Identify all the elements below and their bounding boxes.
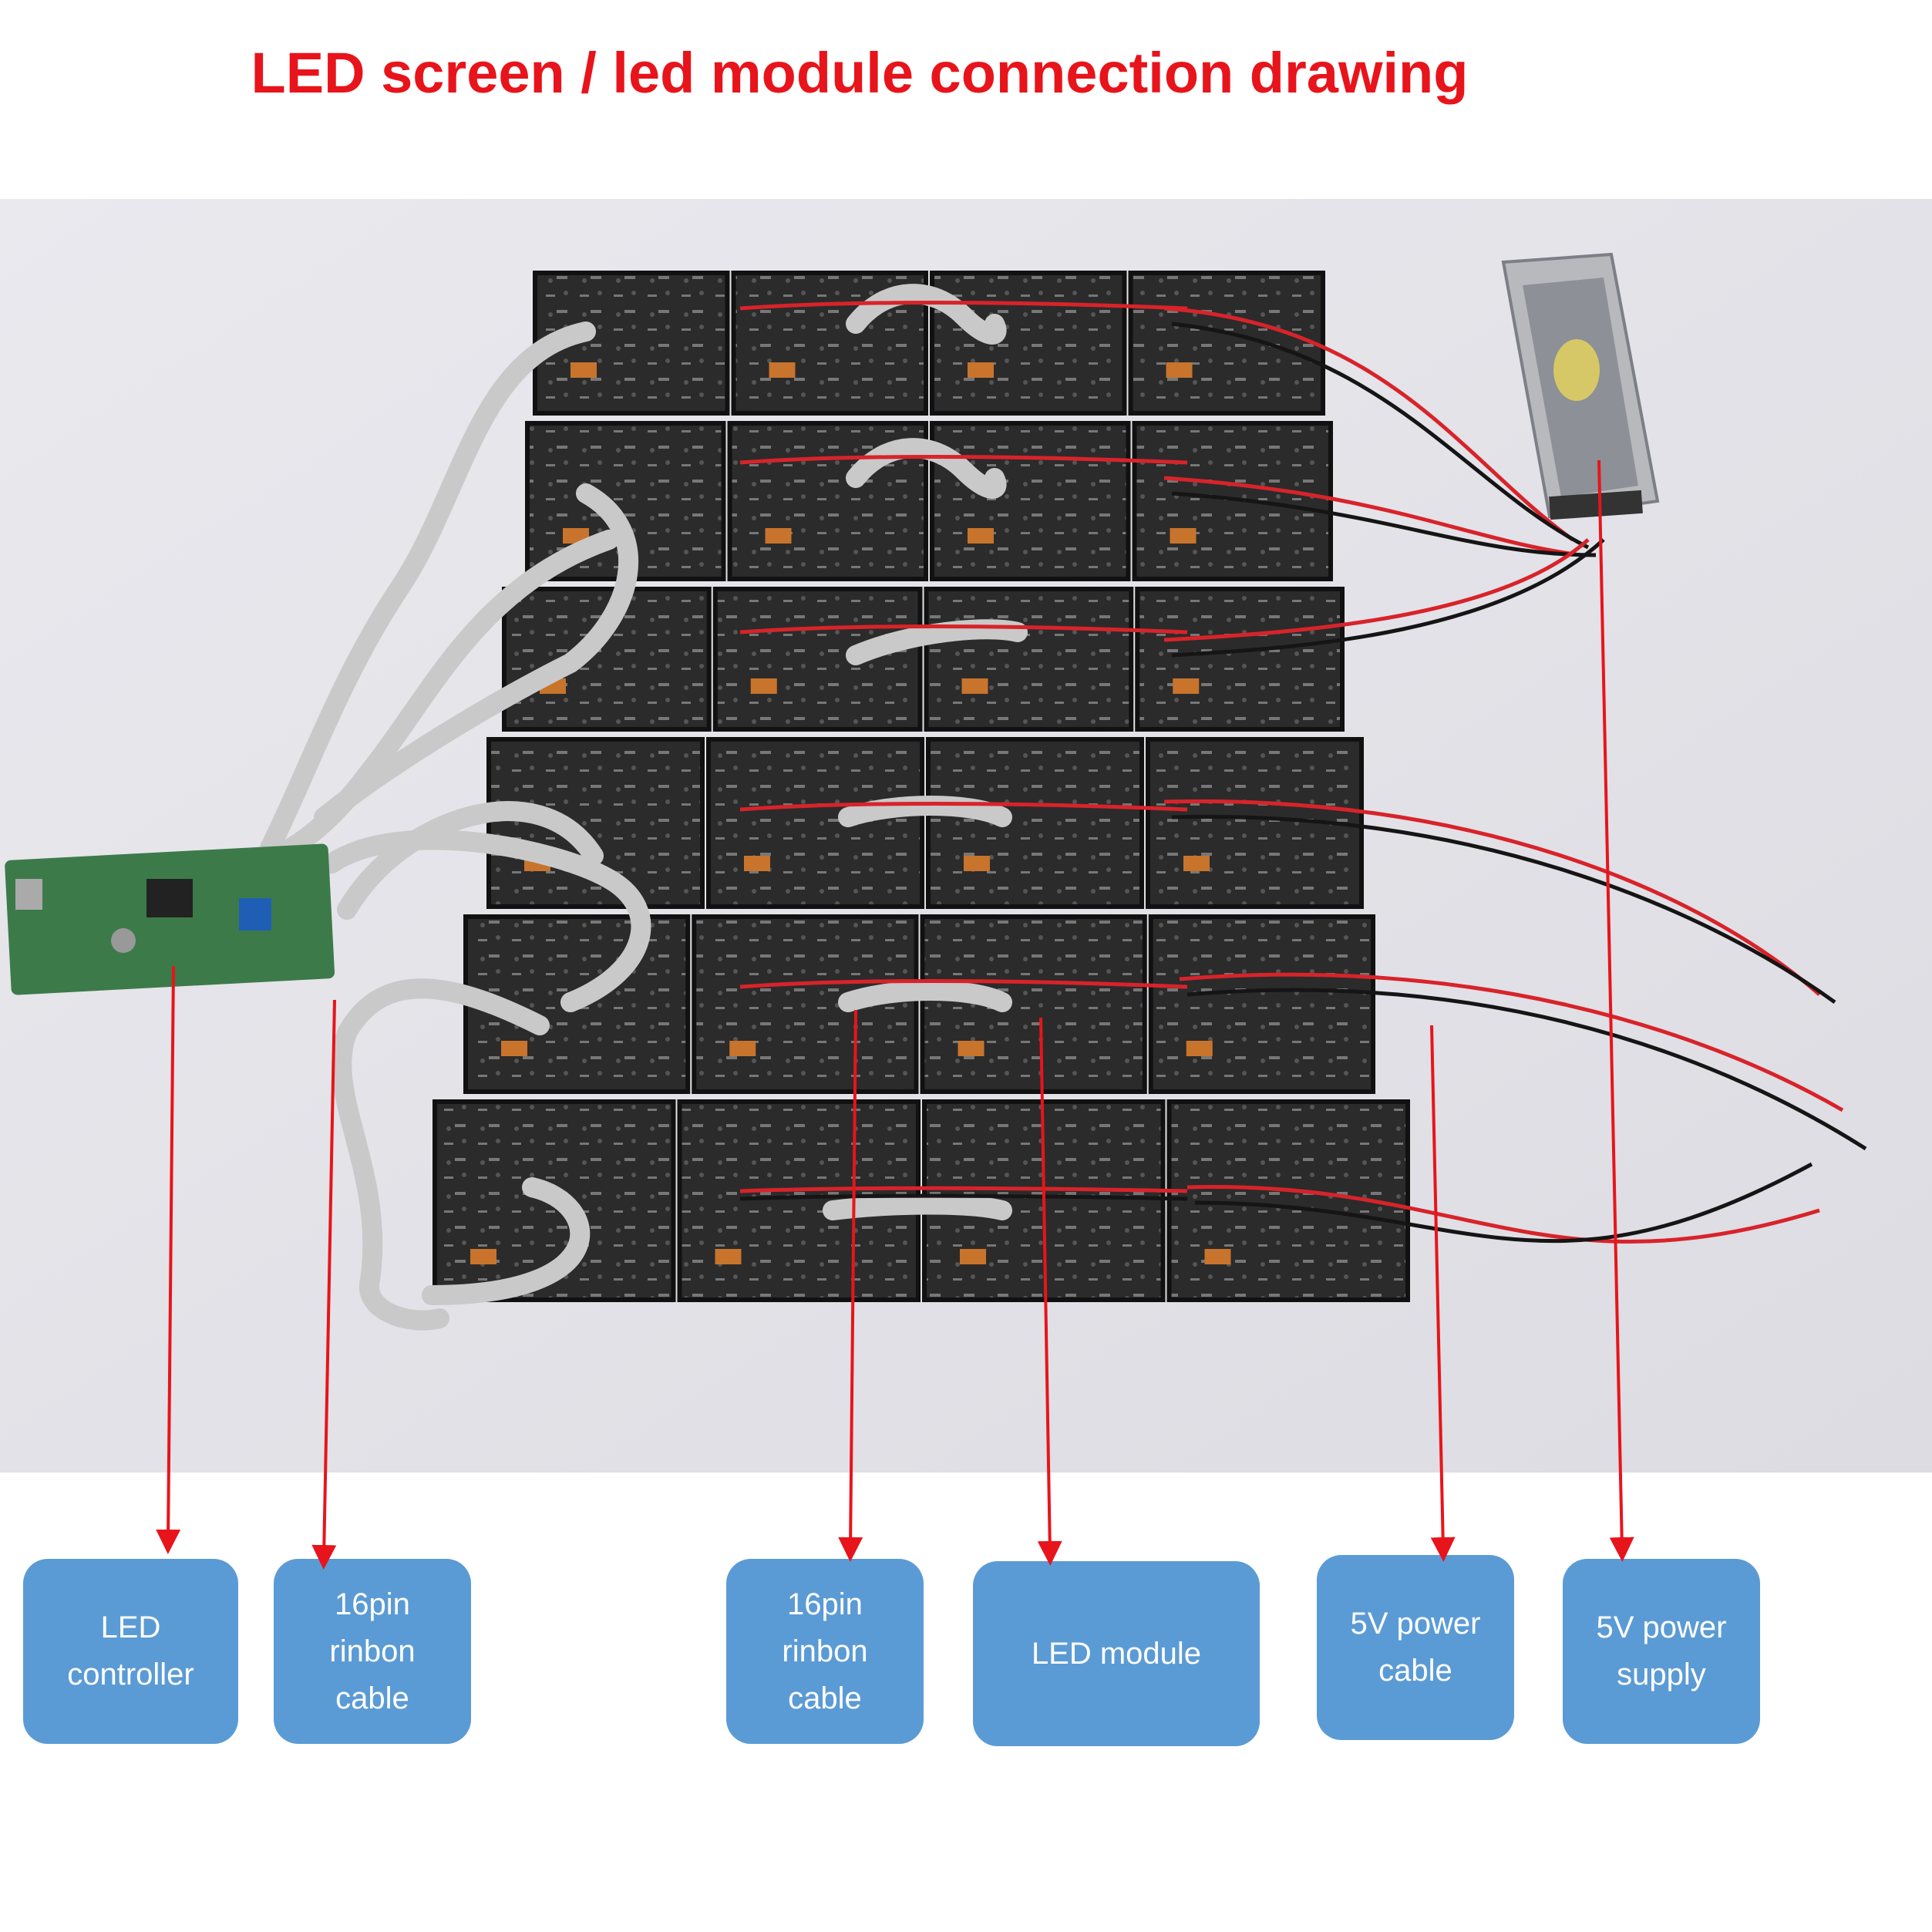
- callout-line: LED: [100, 1611, 161, 1644]
- led-module-tile: [930, 271, 1127, 416]
- module-sticker: [765, 528, 792, 544]
- led-module-tile: [924, 587, 1134, 732]
- led-module-tile: [1148, 914, 1375, 1094]
- callout-line: rinbon: [782, 1634, 868, 1668]
- callout-line: cable: [788, 1681, 862, 1715]
- callout-line: 5V power: [1350, 1607, 1481, 1641]
- led-module-tile: [920, 914, 1147, 1094]
- led-module-tile: [926, 737, 1144, 909]
- callout-line: cable: [335, 1681, 409, 1715]
- module-sticker: [1170, 528, 1197, 544]
- page-title: LED screen / led module connection drawi…: [251, 41, 1469, 105]
- module-sticker: [501, 1041, 527, 1056]
- connection-photo: [0, 199, 1932, 1473]
- module-sticker: [744, 856, 770, 871]
- callout-line: 5V power: [1596, 1611, 1727, 1644]
- module-sticker: [1183, 856, 1210, 871]
- module-sticker: [961, 678, 988, 694]
- callout-ribbon-cable-left: 16pin rinbon cable: [274, 1559, 471, 1744]
- callout-line: 16pin: [787, 1587, 863, 1621]
- power-wires: [739, 301, 1867, 1244]
- controller-card: [5, 843, 335, 995]
- callout-power-cable: 5V power cable: [1317, 1555, 1514, 1740]
- module-sticker: [958, 1041, 985, 1056]
- module-sticker: [470, 1249, 496, 1264]
- callout-line: controller: [67, 1658, 194, 1691]
- callout-line: LED module: [1031, 1636, 1202, 1671]
- callout-line: 16pin: [335, 1587, 410, 1621]
- led-module-tile: [706, 737, 924, 909]
- module-sticker: [964, 856, 990, 871]
- callout-line: cable: [1378, 1654, 1452, 1688]
- callout-power-supply: 5V power supply: [1563, 1559, 1760, 1744]
- module-sticker: [750, 678, 777, 694]
- module-sticker: [968, 362, 994, 378]
- module-sticker: [769, 362, 796, 378]
- led-module-tile: [1132, 421, 1333, 581]
- led-module-tile: [712, 587, 923, 732]
- module-sticker: [1186, 1041, 1213, 1056]
- callout-led-module: LED module: [973, 1561, 1260, 1746]
- led-module-tile: [1135, 587, 1345, 732]
- ribbon-cables: [252, 284, 1028, 1331]
- module-sticker: [1204, 1249, 1231, 1264]
- led-module-tile: [930, 421, 1131, 581]
- callout-ribbon-cable-center: 16pin rinbon cable: [726, 1559, 924, 1744]
- module-sticker: [960, 1249, 986, 1264]
- module-sticker: [729, 1041, 756, 1056]
- module-sticker: [715, 1249, 742, 1264]
- module-sticker: [571, 362, 597, 378]
- led-module-tile: [1128, 271, 1325, 416]
- callout-line: rinbon: [329, 1634, 416, 1668]
- callout-led-controller: LED controller: [23, 1559, 238, 1744]
- callout-line: supply: [1617, 1658, 1706, 1691]
- module-sticker: [968, 528, 994, 544]
- module-sticker: [1166, 362, 1193, 378]
- module-sticker: [1173, 678, 1200, 694]
